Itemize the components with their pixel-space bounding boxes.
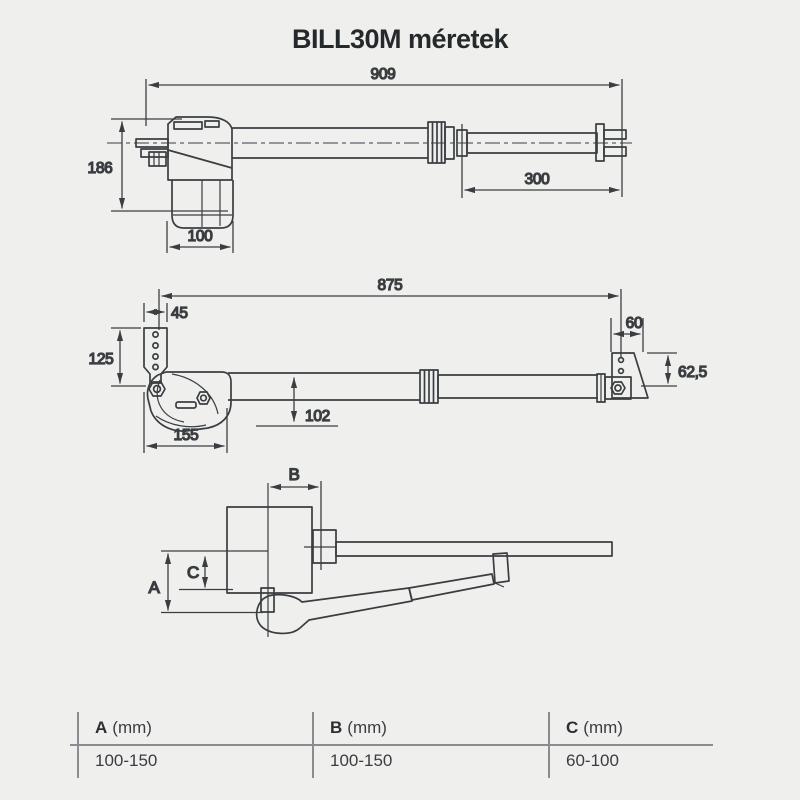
table-header-a-letter: A (95, 718, 108, 737)
dim-label-body-height: 186 (88, 160, 113, 177)
dim-label-rear-bracket-height: 125 (89, 351, 114, 368)
dim-b: B (270, 464, 322, 570)
dim-rear-bracket-width: 45 (143, 303, 189, 323)
dim-label-open-overall-length: 875 (378, 277, 403, 294)
table-header-rule (70, 744, 713, 746)
table-value-c: 60-100 (566, 751, 619, 770)
dim-a: A (148, 550, 268, 614)
dim-label-stroke-length: 300 (525, 171, 551, 188)
dim-open-overall-length: 875 (158, 276, 622, 357)
table-header-c: C (mm) (548, 712, 713, 744)
table-header-b-letter: B (330, 718, 343, 737)
dim-overall-length: 909 (145, 65, 623, 197)
table-header-c-letter: C (566, 718, 579, 737)
dim-tube-height: 102 (256, 377, 338, 427)
dim-label-head-length: 155 (174, 427, 199, 444)
dim-label-b: B (288, 465, 299, 484)
table-value-a: 100-150 (95, 751, 158, 770)
drawing-side-view-open: 875 45 125 102 (88, 276, 708, 453)
drawing-side-view-closed: 909 186 300 100 (87, 65, 632, 253)
drawing-top-view: B A C (148, 464, 613, 637)
table-header-c-unit: (mm) (583, 718, 623, 737)
table-header-b-unit: (mm) (347, 718, 387, 737)
dim-body-height: 186 (87, 118, 228, 212)
dim-label-body-width: 100 (188, 228, 214, 245)
dim-body-width: 100 (166, 221, 234, 253)
dim-rear-bracket-height: 125 (88, 327, 146, 387)
dim-c: C (179, 556, 233, 591)
dim-head-length: 155 (143, 392, 228, 453)
dim-label-front-bracket-height: 62,5 (678, 364, 707, 381)
dim-label-front-bracket-width: 60 (626, 315, 643, 332)
table-header-a-unit: (mm) (112, 718, 152, 737)
table-header-b: B (mm) (312, 712, 548, 744)
dim-front-bracket-height: 62,5 (641, 352, 708, 387)
dim-label-c: C (187, 563, 199, 582)
table-value-b: 100-150 (330, 751, 393, 770)
table-header-a: A (mm) (70, 712, 312, 744)
dim-label-rear-bracket-width: 45 (171, 305, 188, 322)
dim-front-bracket-width: 60 (610, 314, 644, 352)
dim-label-a: A (148, 578, 160, 597)
dim-label-tube-height: 102 (305, 408, 330, 425)
installation-outline (226, 483, 613, 637)
page-title: BILL30M méretek (291, 24, 509, 54)
dim-stroke-length: 300 (461, 124, 620, 198)
dim-label-overall-length: 909 (371, 66, 396, 83)
dimension-table: A (mm) B (mm) C (mm) 100-150 100-150 60-… (70, 712, 713, 778)
actuator-open-outline (143, 327, 649, 432)
